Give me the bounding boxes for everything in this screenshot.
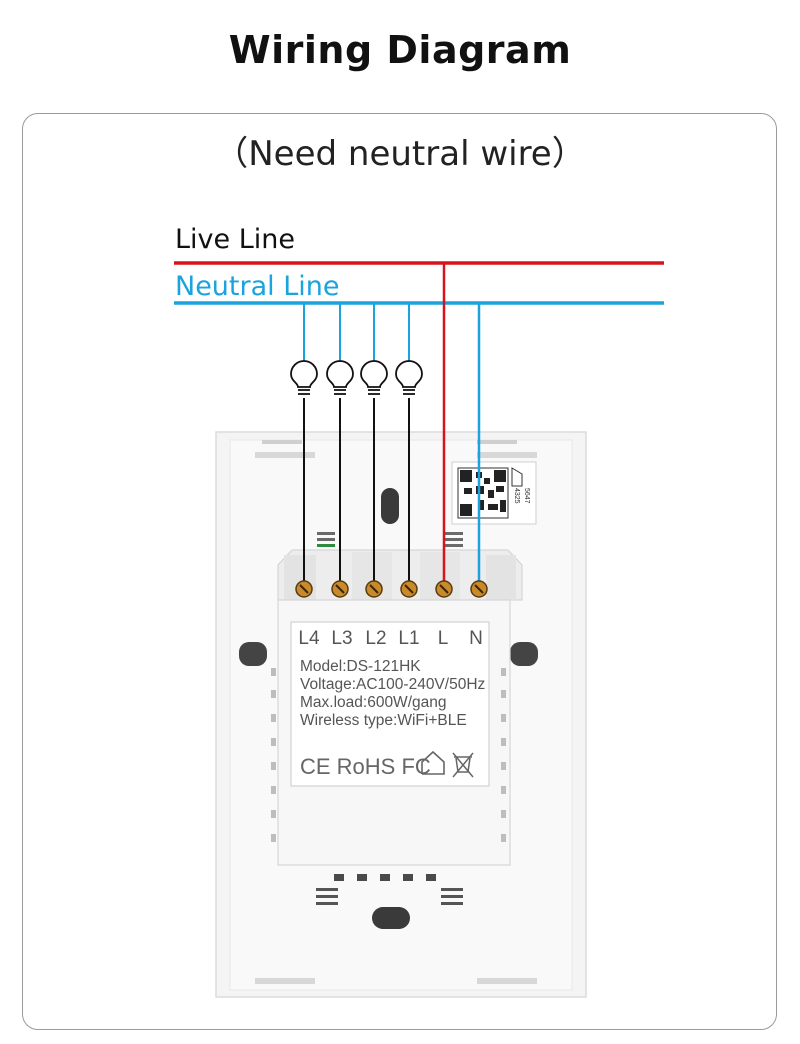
load-wires — [303, 398, 410, 588]
spec-voltage: Voltage:AC100-240V/50Hz — [300, 676, 485, 693]
bulb-icon — [395, 360, 423, 395]
terminal-label-l1: L1 — [398, 628, 419, 649]
terminal-label-l3: L3 — [331, 628, 352, 649]
qr-code-number: 4325 — [513, 488, 520, 504]
qr-code-number: 5647 — [523, 488, 530, 504]
terminal-screw-neutral — [470, 580, 488, 598]
bulb-icon — [360, 360, 388, 395]
spec-max-load: Max.load:600W/gang — [300, 694, 446, 711]
terminal-screw-l4 — [295, 580, 313, 598]
bulb-icon — [326, 360, 354, 395]
live-line-label: Live Line — [175, 224, 295, 255]
spec-wireless: Wireless type:WiFi+BLE — [300, 712, 467, 729]
weee-bin-icon — [452, 752, 474, 778]
bulb-icon — [290, 360, 318, 395]
subtitle: （Need neutral wire） — [214, 134, 585, 174]
terminal-screw-l3 — [331, 580, 349, 598]
terminal-label-live: L — [438, 628, 449, 649]
neutral-drop-wires — [303, 303, 410, 365]
page-title: Wiring Diagram — [228, 28, 572, 72]
switch-housing — [271, 599, 511, 905]
terminal-label-l2: L2 — [365, 628, 386, 649]
terminal-screw-l1 — [400, 580, 418, 598]
terminal-label-neutral: N — [469, 628, 483, 649]
terminal-screws — [295, 580, 488, 598]
neutral-line-label: Neutral Line — [175, 271, 340, 302]
terminal-label-l4: L4 — [298, 628, 320, 649]
diagram-panel — [22, 113, 777, 1030]
home-icon — [421, 750, 445, 775]
qr-code-icon: 5647 4325 — [451, 461, 537, 525]
terminal-screw-live — [435, 580, 453, 598]
certification-marks: CE RoHS FC — [300, 754, 431, 779]
terminal-screw-l2 — [365, 580, 383, 598]
spec-model: Model:DS-121HK — [300, 658, 421, 675]
